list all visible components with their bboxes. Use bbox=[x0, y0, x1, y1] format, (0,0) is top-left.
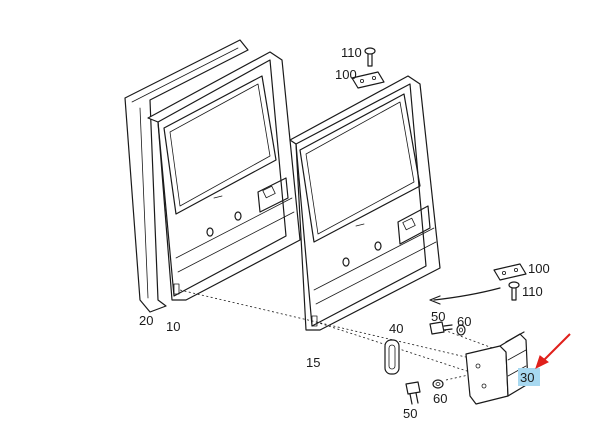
callout-20: 20 bbox=[139, 313, 153, 328]
callout-50-top: 50 bbox=[431, 309, 445, 324]
callout-60-bottom: 60 bbox=[433, 391, 447, 406]
seal-40 bbox=[384, 339, 400, 375]
red-arrow-icon bbox=[535, 333, 571, 369]
right-screw-110 bbox=[508, 281, 520, 301]
callout-100-top: 100 bbox=[335, 67, 357, 82]
bolt-50-bottom bbox=[405, 381, 421, 405]
left-door-panel bbox=[147, 51, 301, 301]
callout-100-right: 100 bbox=[528, 261, 550, 276]
part-30-highlight bbox=[518, 368, 540, 386]
right-door-panel bbox=[289, 75, 441, 331]
callout-110-top: 110 bbox=[341, 45, 362, 60]
washer-60-top bbox=[456, 324, 466, 336]
top-clip-100 bbox=[351, 71, 385, 89]
bolt-50-top bbox=[429, 321, 453, 335]
top-screw-110 bbox=[364, 47, 376, 67]
washer-60-bottom bbox=[432, 379, 444, 389]
callout-50-bottom: 50 bbox=[403, 406, 417, 421]
callout-40: 40 bbox=[389, 321, 403, 336]
callout-60-top: 60 bbox=[457, 314, 471, 329]
callout-30: 30 bbox=[520, 370, 534, 385]
callout-15: 15 bbox=[306, 355, 320, 370]
left-door-seal bbox=[124, 39, 249, 313]
right-clip-100 bbox=[493, 263, 527, 281]
dashed-leaders bbox=[179, 289, 499, 381]
curved-arrow bbox=[429, 287, 501, 305]
callout-10: 10 bbox=[166, 319, 180, 334]
callout-110-right: 110 bbox=[522, 284, 543, 299]
